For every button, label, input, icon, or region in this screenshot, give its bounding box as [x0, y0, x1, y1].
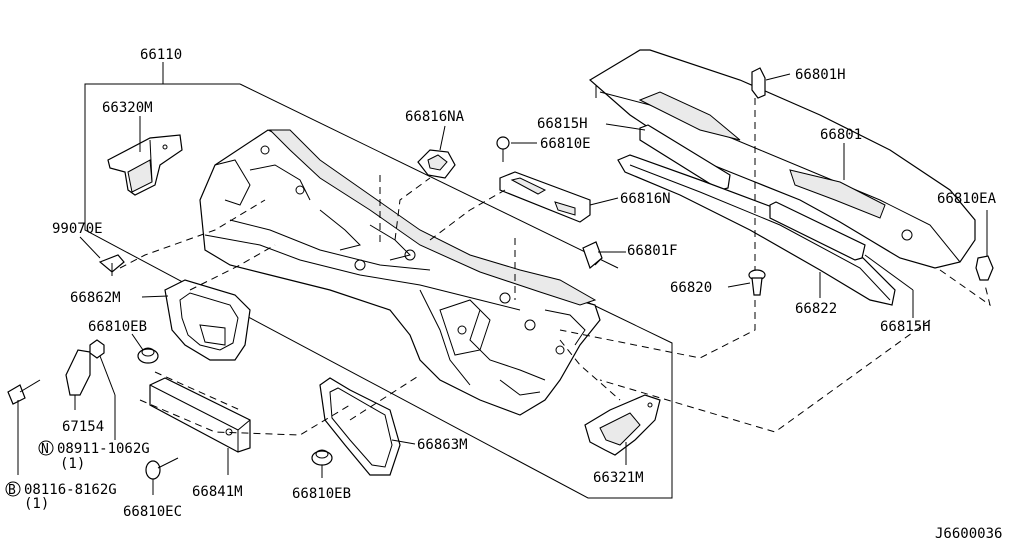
- label-66841M: 66841M: [192, 484, 243, 500]
- label-66810EA: 66810EA: [937, 191, 997, 207]
- label-99070E: 99070E: [52, 221, 103, 237]
- label-66320M: 66320M: [102, 100, 153, 116]
- clip-99070E: [98, 254, 125, 276]
- dash-panel-frame-outline: [84, 62, 673, 499]
- dashed-guide-lines: [119, 98, 991, 436]
- label-66862M: 66862M: [70, 290, 121, 306]
- insulator-66862M: [164, 279, 251, 361]
- nut-symbol-letter: N: [41, 442, 49, 457]
- drawing-number: J6600036: [935, 526, 1002, 542]
- clip-66801F: [582, 241, 603, 270]
- seal-66815H-upper: [639, 124, 731, 191]
- seal-66822: [617, 154, 896, 306]
- part-labels: 66110 66320M 99070E 66862M 66810EB 67154…: [5, 47, 1002, 542]
- label-66816N: 66816N: [620, 191, 671, 207]
- label-66863M: 66863M: [417, 437, 468, 453]
- label-66815H-upper: 66815H: [537, 116, 588, 132]
- qty-08911: (1): [60, 456, 85, 472]
- label-67154: 67154: [62, 419, 104, 435]
- bolt-66810EC: [145, 457, 179, 480]
- label-66321M: 66321M: [593, 470, 644, 486]
- label-66110: 66110: [140, 47, 182, 63]
- label-08116-8162G: 08116-8162G: [24, 482, 117, 498]
- cowl-top-66801: [588, 49, 976, 269]
- label-66810EB-b: 66810EB: [292, 486, 351, 502]
- seal-66815H-lower: [769, 201, 866, 261]
- label-66822: 66822: [795, 301, 837, 317]
- label-66816NA: 66816NA: [405, 109, 465, 125]
- clip-66801H: [751, 67, 766, 99]
- nut-symbol-circle: [38, 440, 54, 456]
- bolt-symbol-circle: [5, 481, 21, 497]
- label-66815H-lower: 66815H: [880, 319, 931, 335]
- label-08911-1062G: 08911-1062G: [57, 441, 150, 457]
- clip-66810EA: [975, 255, 994, 281]
- bolt-08116: [7, 379, 41, 405]
- grommet-66810EB-a: [137, 347, 159, 364]
- nut-08911: [89, 339, 105, 359]
- block-66841M: [149, 377, 251, 453]
- clip-66820: [748, 269, 766, 296]
- label-66801F: 66801F: [627, 243, 678, 259]
- bracket-66320M: [107, 134, 183, 196]
- label-66810EC: 66810EC: [123, 504, 182, 520]
- bracket-67154: [65, 349, 91, 396]
- grille-66816N: [499, 171, 591, 223]
- grille-66816NA: [417, 149, 456, 179]
- qty-08116: (1): [24, 496, 49, 512]
- bolt-symbol-letter: B: [8, 483, 16, 498]
- bracket-66321M: [584, 394, 661, 456]
- label-66820: 66820: [670, 280, 712, 296]
- clip-66810E: [496, 136, 510, 162]
- grommet-66810EB-b: [311, 449, 333, 466]
- label-66810EB-a: 66810EB: [88, 319, 147, 335]
- leader-lines: [17, 73, 988, 495]
- dash-panel-assembly: [199, 129, 601, 416]
- label-66801: 66801: [820, 127, 862, 143]
- insulator-66863M: [319, 377, 401, 476]
- label-66801H: 66801H: [795, 67, 846, 83]
- label-66810E: 66810E: [540, 136, 591, 152]
